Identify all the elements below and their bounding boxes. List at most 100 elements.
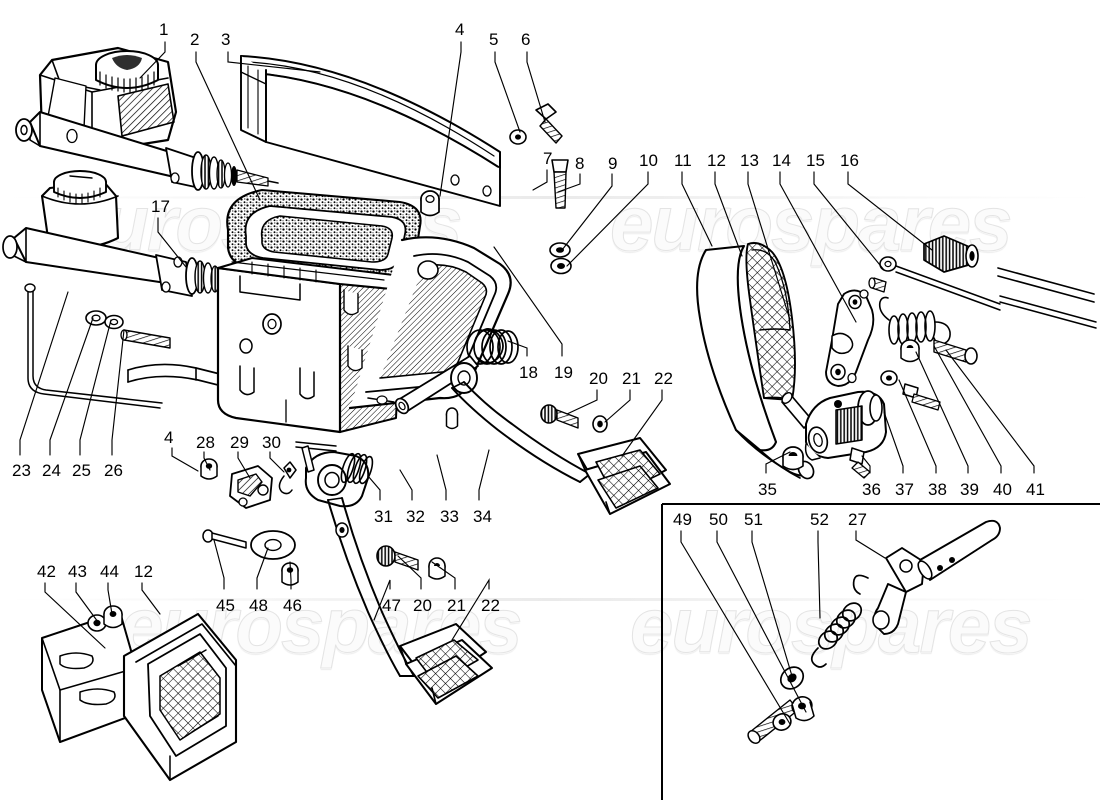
callout-number-32: 32 (406, 507, 425, 526)
callout-number-41: 41 (1026, 480, 1045, 499)
leader-line-42 (44, 582, 106, 649)
callout-number-35: 35 (758, 480, 777, 499)
leader-line-2 (195, 51, 261, 201)
callout-number-39: 39 (960, 480, 979, 499)
callout-number-40: 40 (993, 480, 1012, 499)
callout-number-31: 31 (374, 507, 393, 526)
callout-number-7: 7 (543, 149, 553, 168)
leader-line-49 (680, 530, 791, 725)
clutch-pedal-arm (295, 441, 493, 705)
callout-number-20: 20 (413, 596, 432, 615)
bolt-6 (535, 103, 563, 144)
callout-number-1: 1 (159, 20, 169, 39)
leader-line-18 (507, 340, 528, 357)
brake-pedal-arm (451, 381, 671, 515)
leader-line-5 (494, 51, 521, 133)
leader-line-20 (397, 555, 422, 590)
callout-number-13: 13 (740, 151, 759, 170)
callout-number-23: 23 (12, 461, 31, 480)
leader-line-33 (436, 454, 447, 501)
leader-line-10 (566, 171, 649, 267)
leader-line-51 (751, 530, 793, 677)
leader-line-32 (399, 469, 413, 501)
throttle-shaft-housing (782, 339, 978, 479)
callout-number-49: 49 (673, 510, 692, 529)
leader-line-52 (817, 530, 821, 619)
leader-line-14 (779, 171, 857, 323)
leader-line-1 (139, 41, 166, 79)
leader-line-34 (478, 449, 490, 501)
callout-number-3: 3 (221, 30, 231, 49)
leader-line-50 (716, 530, 807, 713)
inset-frame-lines (661, 503, 1100, 800)
callout-number-17: 17 (151, 197, 170, 216)
callout-number-18: 18 (519, 363, 538, 382)
leader-line-40 (933, 345, 1002, 474)
leader-line-8 (557, 173, 581, 193)
leader-line-4 (439, 41, 462, 197)
callout-number-50: 50 (709, 510, 728, 529)
washer-5 (509, 129, 527, 145)
leader-line-28 (203, 451, 211, 471)
callout-number-19: 19 (554, 363, 573, 382)
callout-number-52: 52 (810, 510, 829, 529)
callout-number-34: 34 (473, 507, 492, 526)
accelerator-pedal (696, 242, 815, 480)
leader-line-9 (561, 173, 613, 251)
callout-number-48: 48 (249, 596, 268, 615)
leader-line-35 (765, 451, 791, 474)
leader-line-4 (171, 447, 199, 472)
leader-line-43 (75, 582, 99, 623)
leader-line-15 (813, 171, 885, 271)
leader-line-29 (237, 451, 251, 479)
leader-line-41 (945, 349, 1035, 474)
leader-line-22 (451, 577, 490, 641)
callout-number-27: 27 (848, 510, 867, 529)
callout-number-4: 4 (455, 20, 465, 39)
callout-number-10: 10 (639, 151, 658, 170)
leader-line-20 (566, 389, 598, 415)
pedal-box-trim-strip (240, 55, 563, 217)
leader-line-27 (855, 530, 886, 559)
callout-number-28: 28 (196, 433, 215, 452)
leader-line-12 (714, 171, 743, 257)
leader-line-11 (681, 171, 713, 247)
leader-line-26 (111, 329, 125, 456)
inset-throttle-linkage (747, 519, 1001, 745)
fasteners-7-to-10 (549, 159, 572, 275)
callout-number-36: 36 (862, 480, 881, 499)
leader-line-31 (367, 475, 381, 501)
clevis-cluster (200, 458, 297, 509)
callout-number-33: 33 (440, 507, 459, 526)
callout-number-26: 26 (104, 461, 123, 480)
leader-line-36 (861, 455, 871, 474)
leader-line-6 (526, 51, 546, 123)
leader-line-22 (621, 389, 663, 457)
leader-line-12 (141, 582, 161, 615)
spacer-32 (445, 407, 459, 430)
leader-line-16 (847, 171, 933, 251)
callout-number-45: 45 (216, 596, 235, 615)
leader-line-23 (19, 291, 69, 456)
leader-line-37 (883, 411, 904, 474)
callout-number-30: 30 (262, 433, 281, 452)
callout-number-22: 22 (654, 369, 673, 388)
leader-line-48 (256, 547, 269, 590)
leader-line-7 (532, 169, 548, 191)
leader-line-44 (107, 582, 113, 615)
callout-number-51: 51 (744, 510, 763, 529)
callout-number-22: 22 (481, 596, 500, 615)
fastener-20-21-upper (540, 404, 608, 433)
leader-line-24 (49, 317, 94, 456)
callout-number-37: 37 (895, 480, 914, 499)
pedal-box-housing (216, 236, 512, 434)
callout-number-14: 14 (772, 151, 791, 170)
callout-number-43: 43 (68, 562, 87, 581)
throttle-lever-bracket (825, 235, 1097, 387)
callout-number-11: 11 (674, 151, 692, 170)
leader-line-47 (373, 579, 391, 621)
leader-line-39 (915, 351, 969, 474)
callout-number-38: 38 (928, 480, 947, 499)
